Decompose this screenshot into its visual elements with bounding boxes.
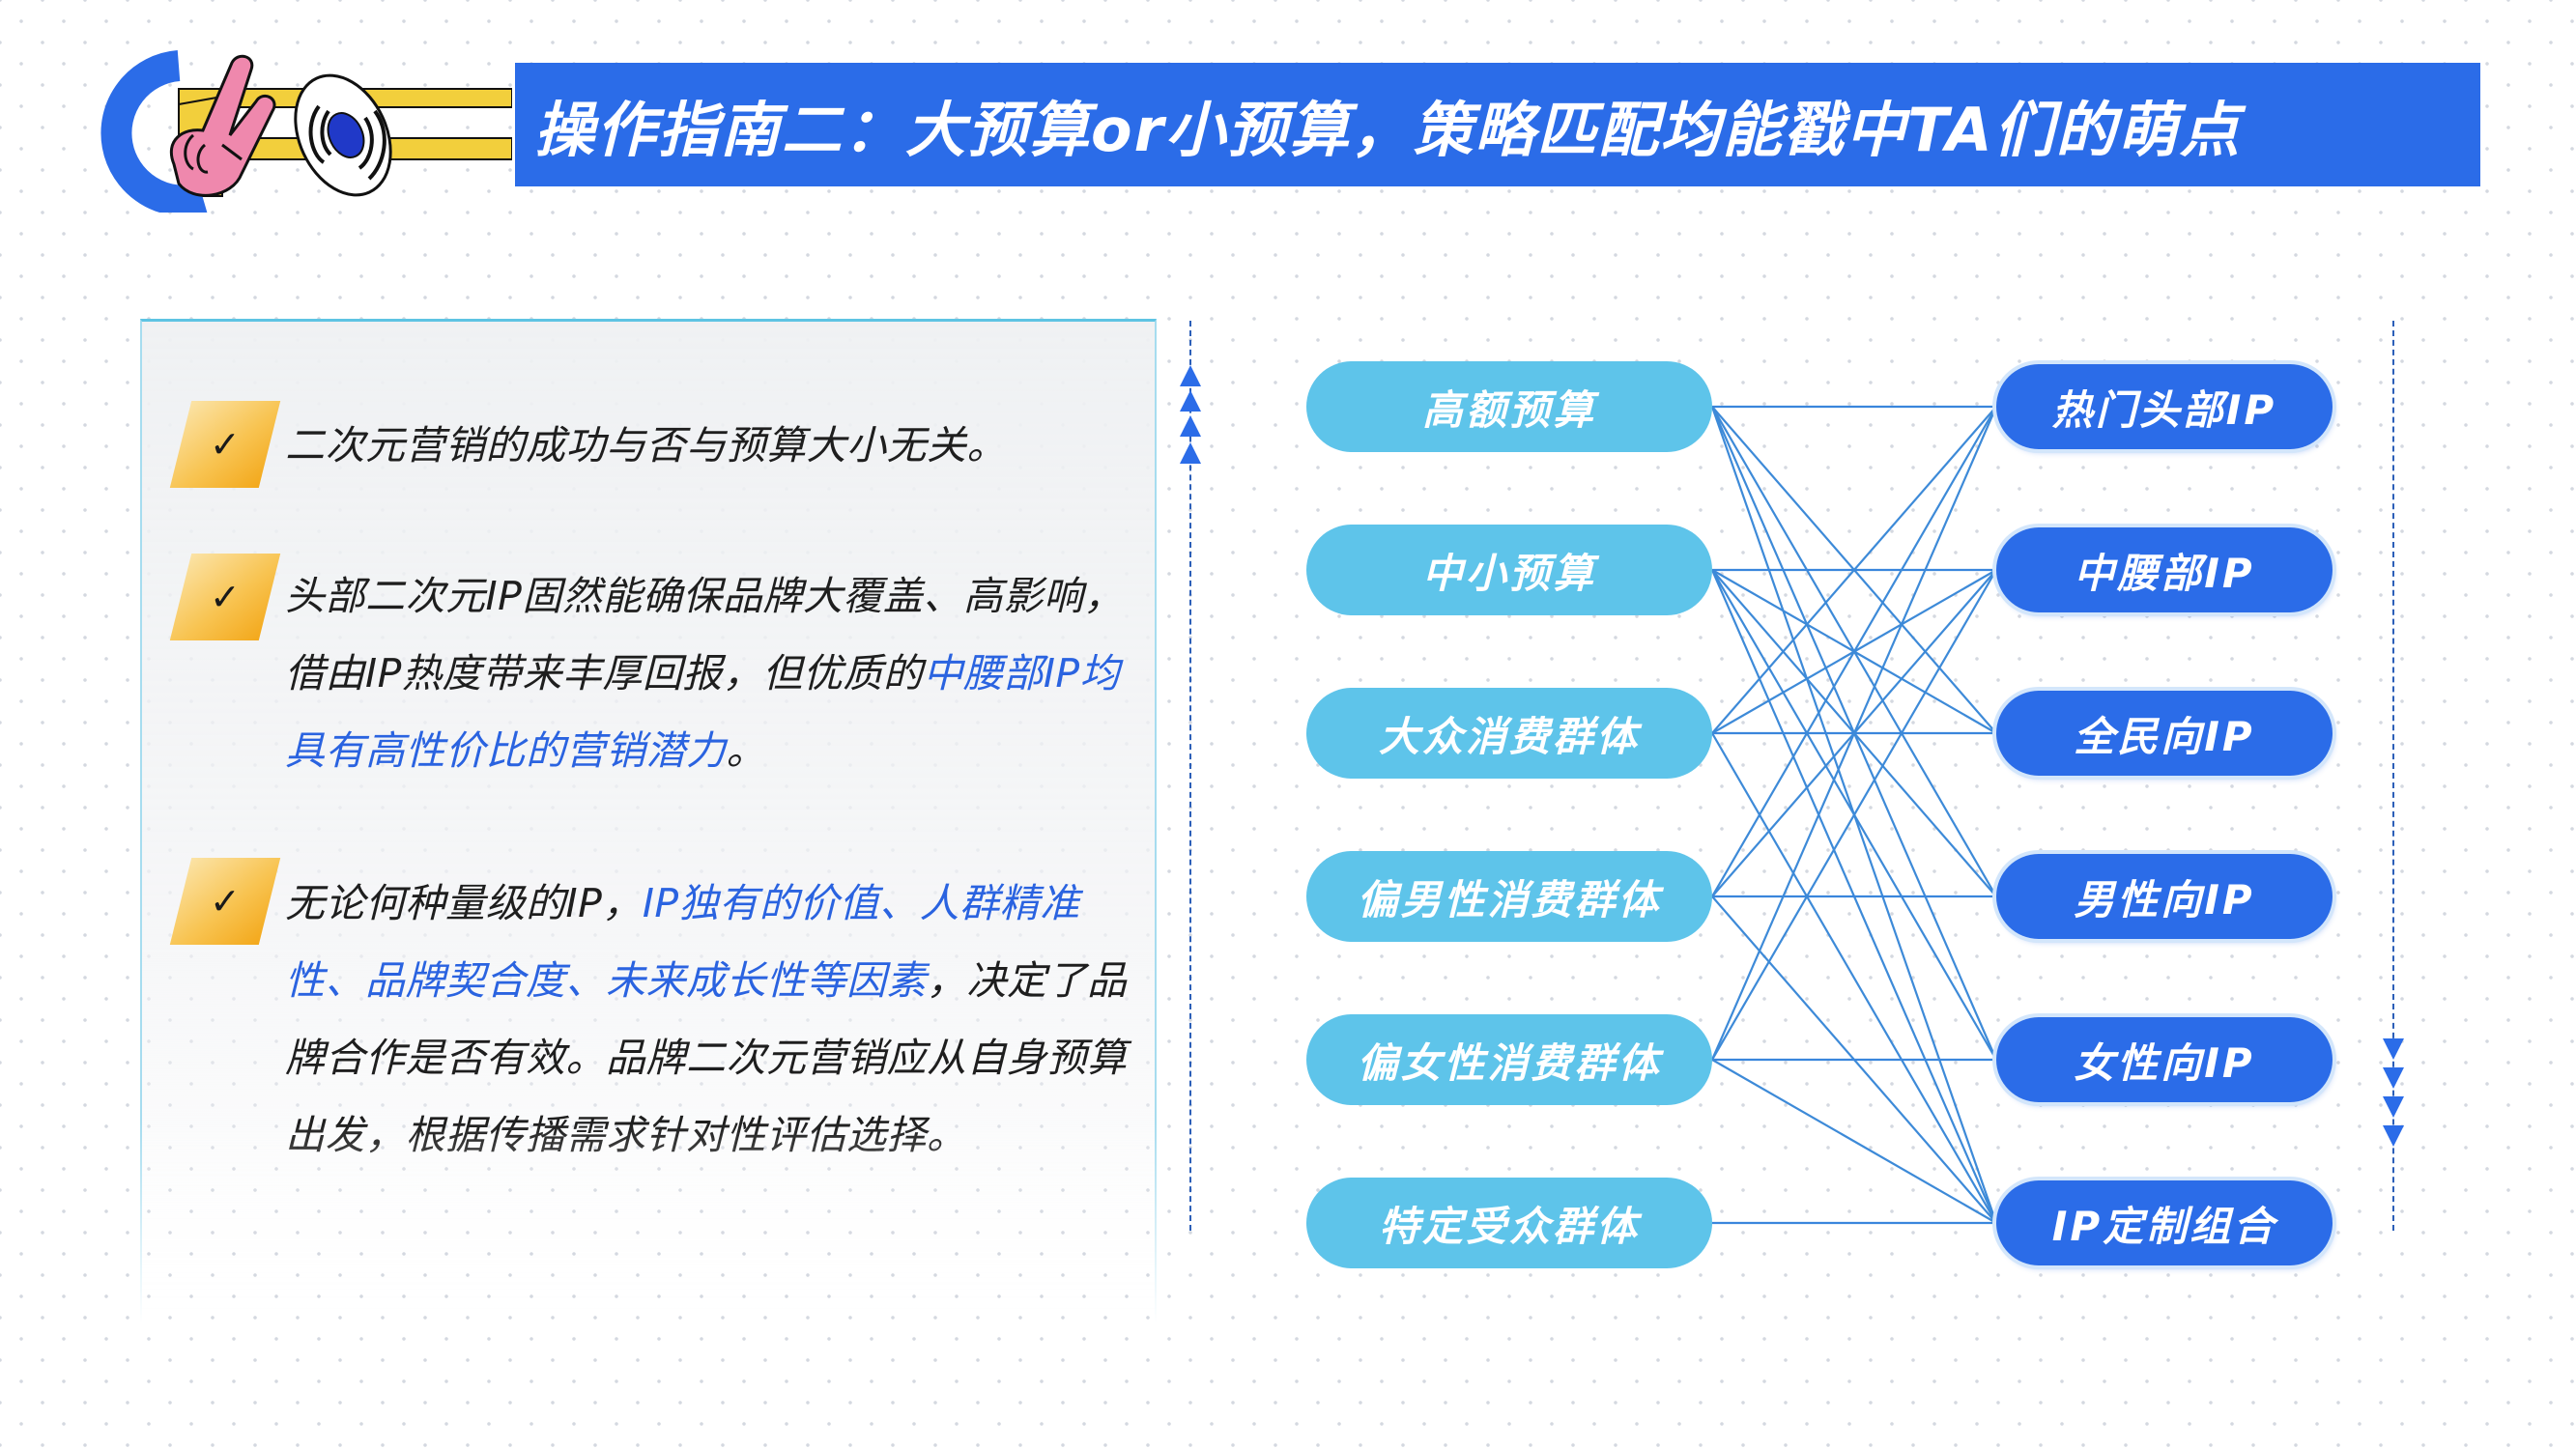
- bullet-text: 无论何种量级的IP，IP独有的价值、人群精准性、品牌契合度、未来成长性等因素，决…: [285, 865, 1135, 1174]
- node-label: 全民向IP: [2074, 712, 2255, 760]
- left-dashed-rail: [1189, 321, 1191, 1231]
- node-label: 高额预算: [1421, 385, 1596, 434]
- arrow-down-icon: [2383, 1096, 2404, 1118]
- arrow-up-icon: [1180, 415, 1201, 437]
- node-label: 特定受众群体: [1378, 1202, 1640, 1250]
- connection-line: [1711, 569, 1997, 1061]
- connection-line: [1711, 569, 1997, 897]
- node-top-ip: 热门头部IP: [1996, 364, 2333, 449]
- check-badge: ✓: [169, 401, 281, 488]
- node-mass-ip: 全民向IP: [1996, 691, 2333, 776]
- node-label: 中小预算: [1421, 549, 1596, 597]
- text-segment: ，决定了品牌合作是否有效。品牌二次元营销应从自身预算出发，根据传播需求针对性评估…: [285, 957, 1128, 1158]
- check-icon: ✓: [210, 423, 241, 466]
- node-label: 热门头部IP: [2051, 385, 2277, 434]
- text-segment: 二次元营销的成功与否与预算大小无关。: [285, 422, 1007, 469]
- insight-panel: ✓ 二次元营销的成功与否与预算大小无关。 ✓ 头部二次元IP固然能确保品牌大覆盖…: [140, 319, 1157, 1323]
- check-icon: ✓: [210, 880, 241, 923]
- connection-line: [1710, 406, 1998, 1224]
- connection-line: [1711, 732, 1997, 1224]
- arrow-up-icon: [1180, 442, 1201, 464]
- highlight-segment: IP独有的价值、人群精准性、品牌契合度、未来成长性等因素: [285, 880, 1080, 1004]
- page-title: 操作指南二：大预算or小预算，策略匹配均能戳中TA们的萌点: [534, 95, 2242, 165]
- text-segment: 头部二次元IP固然能确保品牌大覆盖、高影响，借由IP热度带来丰厚回报，但优质的: [285, 573, 1124, 696]
- highlight-segment: 中腰部IP均具有高性价比的营销潜力: [285, 650, 1121, 774]
- node-female-audience: 偏女性消费群体: [1306, 1014, 1712, 1105]
- connection-line: [1711, 569, 1997, 1061]
- connection-line: [1711, 569, 1997, 734]
- node-label: 偏男性消费群体: [1357, 875, 1662, 923]
- node-male-audience: 偏男性消费群体: [1306, 851, 1712, 942]
- title-bar: 操作指南二：大预算or小预算，策略匹配均能戳中TA们的萌点: [515, 63, 2480, 186]
- vinyl-disc-icon: [294, 73, 392, 197]
- node-label: 中腰部IP: [2074, 549, 2255, 597]
- brand-logo-icon: [100, 50, 512, 213]
- connection-line: [1711, 569, 1997, 734]
- right-dashed-rail: [2392, 321, 2394, 1231]
- bullet-text: 头部二次元IP固然能确保品牌大覆盖、高影响，借由IP热度带来丰厚回报，但优质的中…: [285, 557, 1135, 789]
- check-icon: ✓: [210, 576, 241, 618]
- arrow-up-icon: [1180, 365, 1201, 386]
- node-mid-tier-ip: 中腰部IP: [1996, 527, 2333, 612]
- node-label: 偏女性消费群体: [1357, 1038, 1662, 1087]
- node-specific-audience: 特定受众群体: [1306, 1178, 1712, 1268]
- check-badge: ✓: [169, 858, 281, 945]
- node-high-budget: 高额预算: [1306, 361, 1712, 452]
- connection-line: [1710, 406, 1998, 1061]
- node-custom-ip-combo: IP定制组合: [1996, 1180, 2333, 1265]
- node-female-ip: 女性向IP: [1996, 1017, 2333, 1102]
- node-label: IP定制组合: [2051, 1202, 2277, 1250]
- connection-line: [1710, 406, 1998, 1061]
- arrow-down-icon: [2383, 1067, 2404, 1089]
- connection-line: [1711, 1059, 1997, 1224]
- arrow-down-icon: [2383, 1038, 2404, 1060]
- node-male-ip: 男性向IP: [1996, 854, 2333, 939]
- arrow-up-icon: [1180, 390, 1201, 412]
- node-label: 男性向IP: [2074, 875, 2255, 923]
- node-small-medium-budget: 中小预算: [1306, 525, 1712, 615]
- text-segment: 。: [726, 727, 766, 774]
- peace-hand-icon: [169, 54, 276, 197]
- connection-line: [1711, 406, 1997, 734]
- node-mass-audience: 大众消费群体: [1306, 688, 1712, 779]
- connection-line: [1711, 406, 1997, 897]
- node-label: 大众消费群体: [1378, 712, 1640, 760]
- bullet-text: 二次元营销的成功与否与预算大小无关。: [285, 407, 1135, 484]
- connection-line: [1711, 569, 1997, 897]
- text-segment: 无论何种量级的IP，: [285, 880, 643, 926]
- connection-line: [1710, 569, 1998, 1224]
- connection-line: [1711, 406, 1997, 734]
- arrow-down-icon: [2383, 1125, 2404, 1147]
- connection-line: [1711, 406, 1997, 897]
- connection-line: [1711, 895, 1997, 1224]
- node-label: 女性向IP: [2074, 1038, 2255, 1087]
- check-badge: ✓: [169, 554, 281, 640]
